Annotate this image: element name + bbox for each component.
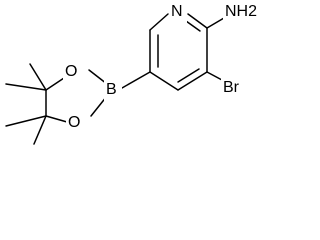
ring-bond-c4-c5: [149, 71, 179, 91]
boron-mask: [104, 79, 122, 101]
ring-bond-c6-n1: [149, 13, 169, 31]
methyl-bond-bottom-down: [33, 115, 47, 145]
chemical-structure-diagram: N NH2 Br B O O: [5, 0, 265, 145]
methyl-bond-bottom-left: [5, 115, 47, 127]
methyl-bond-top-left: [5, 83, 47, 91]
atom-label-layer: N NH2 Br B O O: [63, 0, 265, 133]
boron-label: B: [106, 81, 117, 98]
ring-bond-n1-c2: [187, 13, 208, 29]
substituent-bond-c5-b: [121, 71, 151, 89]
bromine-label: Br: [223, 79, 240, 96]
substituent-bond-c2-nh2: [206, 17, 225, 29]
bromine-mask: [221, 76, 251, 98]
pyridine-n-mask: [169, 1, 187, 23]
amine-mask: [223, 0, 265, 24]
oxygen-top-mask: [63, 60, 85, 82]
ring-bond-n1-c2-inner: [185, 20, 201, 32]
methyl-bond-top-up: [29, 63, 47, 91]
oxygen-bottom-label: O: [68, 114, 80, 131]
amine-label: NH2: [225, 3, 257, 20]
ring-bond-c3-c4-inner: [177, 68, 200, 83]
oxygen-bottom-mask: [66, 111, 88, 133]
boronate-bond-o-bottom-c: [45, 115, 68, 123]
boronate-bond-o-top-c: [45, 77, 65, 91]
substituent-bond-c3-br: [206, 71, 223, 81]
bond-layer: [5, 13, 225, 145]
ring-bond-c3-c4: [177, 71, 208, 91]
pyridine-n-label: N: [171, 3, 183, 20]
oxygen-top-label: O: [65, 63, 77, 80]
